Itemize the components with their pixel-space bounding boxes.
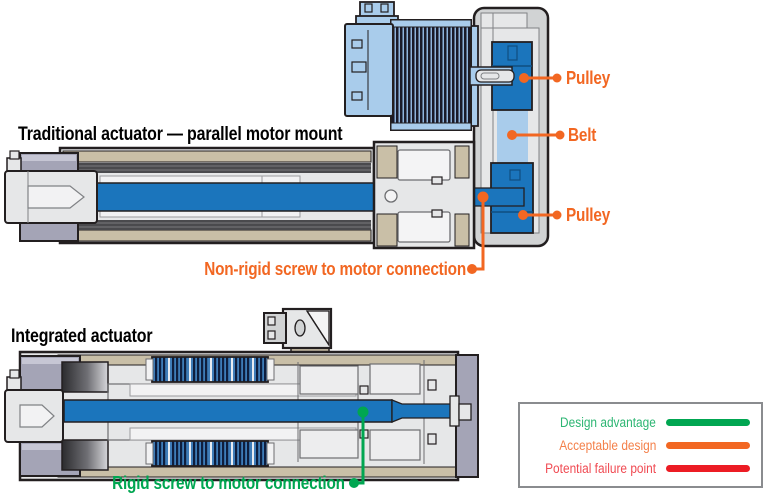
pulley-top-label: Pulley [566, 68, 611, 88]
motor-shaft [469, 66, 515, 86]
bearing-cartridge-top [61, 361, 109, 393]
rigid-connection-leader [349, 406, 369, 488]
parallel-motor [344, 1, 515, 131]
pulley-bottom-leader [518, 210, 562, 220]
rigid-connection-label: Rigid screw to motor connection [112, 473, 345, 493]
motor-top-connector [355, 1, 399, 27]
integrated-actuator-body [4, 350, 479, 482]
motor-stator [145, 356, 275, 467]
integrated-rod-end [4, 369, 64, 443]
belt-drive-housing [472, 6, 550, 248]
legend-row-potential-failure: Potential failure point [520, 459, 750, 478]
belt-leader [507, 130, 565, 140]
integrated-actuator-diagram [4, 307, 479, 482]
motor-body [344, 23, 394, 117]
legend-label-design-advantage: Design advantage [560, 414, 656, 430]
traditional-actuator-diagram [4, 1, 550, 250]
legend-row-design-advantage: Design advantage [520, 413, 750, 432]
electrical-connector [263, 307, 333, 355]
legend-bar-potential-failure [666, 464, 750, 472]
rear-internals [297, 360, 437, 464]
belt-label: Belt [568, 125, 597, 145]
legend-row-acceptable-design: Acceptable design [520, 436, 750, 455]
motor-cooling-fins [390, 19, 472, 131]
non-rigid-connection-leader [467, 191, 489, 274]
traditional-rod-end [4, 150, 98, 242]
legend-label-potential-failure: Potential failure point [545, 460, 656, 476]
legend-bar-design-advantage [666, 418, 750, 426]
bearing-block [372, 140, 476, 250]
pulley-bottom-label: Pulley [566, 205, 611, 225]
pulley-top-leader [519, 73, 562, 83]
legend-label-acceptable-design: Acceptable design [558, 437, 656, 453]
non-rigid-connection-label: Non-rigid screw to motor connection [204, 259, 466, 279]
legend-bar-acceptable-design [666, 441, 750, 449]
integrated-actuator-title: Integrated actuator [11, 326, 153, 347]
legend: Design advantage Acceptable design Poten… [518, 402, 763, 488]
bearing-cartridge-bottom [61, 439, 109, 471]
integrated-lead-screw [63, 395, 472, 427]
traditional-actuator-title: Traditional actuator — parallel motor mo… [18, 124, 343, 145]
